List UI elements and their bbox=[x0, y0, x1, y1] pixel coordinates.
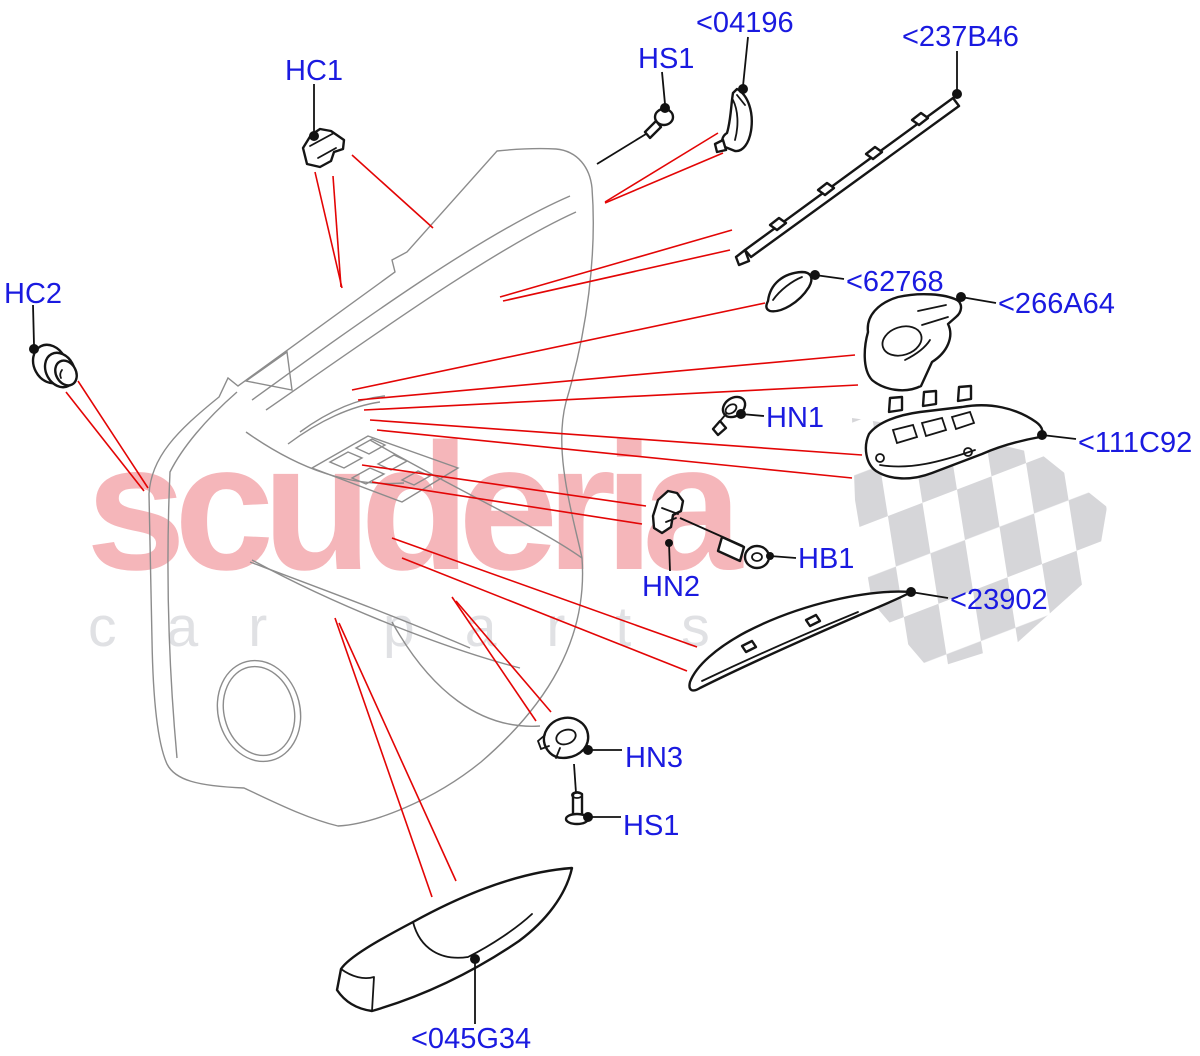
part-drawing-hb1-bolt bbox=[679, 517, 771, 570]
part-drawing-62768-trim-cover bbox=[765, 270, 813, 313]
part-drawing-hc1-clip bbox=[301, 127, 346, 169]
part-drawing-045g34-armrest bbox=[335, 866, 574, 1013]
part-label-045g34[interactable]: <045G34 bbox=[411, 1023, 532, 1055]
part-label-hc2[interactable]: HC2 bbox=[4, 278, 63, 310]
part-label-04196[interactable]: <04196 bbox=[696, 7, 794, 39]
part-label-hc1[interactable]: HC1 bbox=[285, 55, 344, 87]
part-drawing-111c92-switch-bracket bbox=[864, 384, 1044, 480]
door-trim-panel-drawing bbox=[148, 147, 594, 827]
part-drawing-hn1-clip bbox=[711, 395, 747, 437]
part-label-hs1-top[interactable]: HS1 bbox=[638, 43, 695, 75]
leader-lines bbox=[29, 36, 1077, 1024]
part-drawing-237b46-trim-strip bbox=[734, 96, 961, 267]
part-drawing-266a64-speaker-housing bbox=[863, 292, 963, 392]
part-label-62768[interactable]: <62768 bbox=[846, 266, 944, 298]
part-drawing-23902-lower-trim bbox=[688, 590, 913, 692]
part-label-hs1-bottom[interactable]: HS1 bbox=[623, 810, 680, 842]
part-label-hn3[interactable]: HN3 bbox=[625, 742, 684, 774]
part-label-hn2[interactable]: HN2 bbox=[642, 571, 701, 603]
watermark-brand-text: scuderia bbox=[86, 407, 742, 608]
part-label-23902[interactable]: <23902 bbox=[950, 584, 1048, 616]
part-label-hn1[interactable]: HN1 bbox=[766, 402, 825, 434]
part-label-hb1[interactable]: HB1 bbox=[798, 543, 855, 575]
part-drawing-04196-bracket bbox=[713, 87, 753, 154]
part-label-237b46[interactable]: <237B46 bbox=[902, 21, 1019, 53]
part-label-266a64[interactable]: <266A64 bbox=[998, 288, 1115, 320]
part-drawing-hs1-screw-top bbox=[596, 107, 675, 165]
red-callout-lines bbox=[65, 132, 863, 898]
part-drawing-hc2-grommet bbox=[31, 343, 78, 389]
part-drawing-hn3-clip bbox=[536, 716, 590, 794]
part-label-111c92[interactable]: <111C92 bbox=[1078, 427, 1193, 459]
part-drawing-hn2-clip bbox=[651, 489, 685, 535]
checkered-flag-watermark bbox=[852, 418, 1107, 670]
